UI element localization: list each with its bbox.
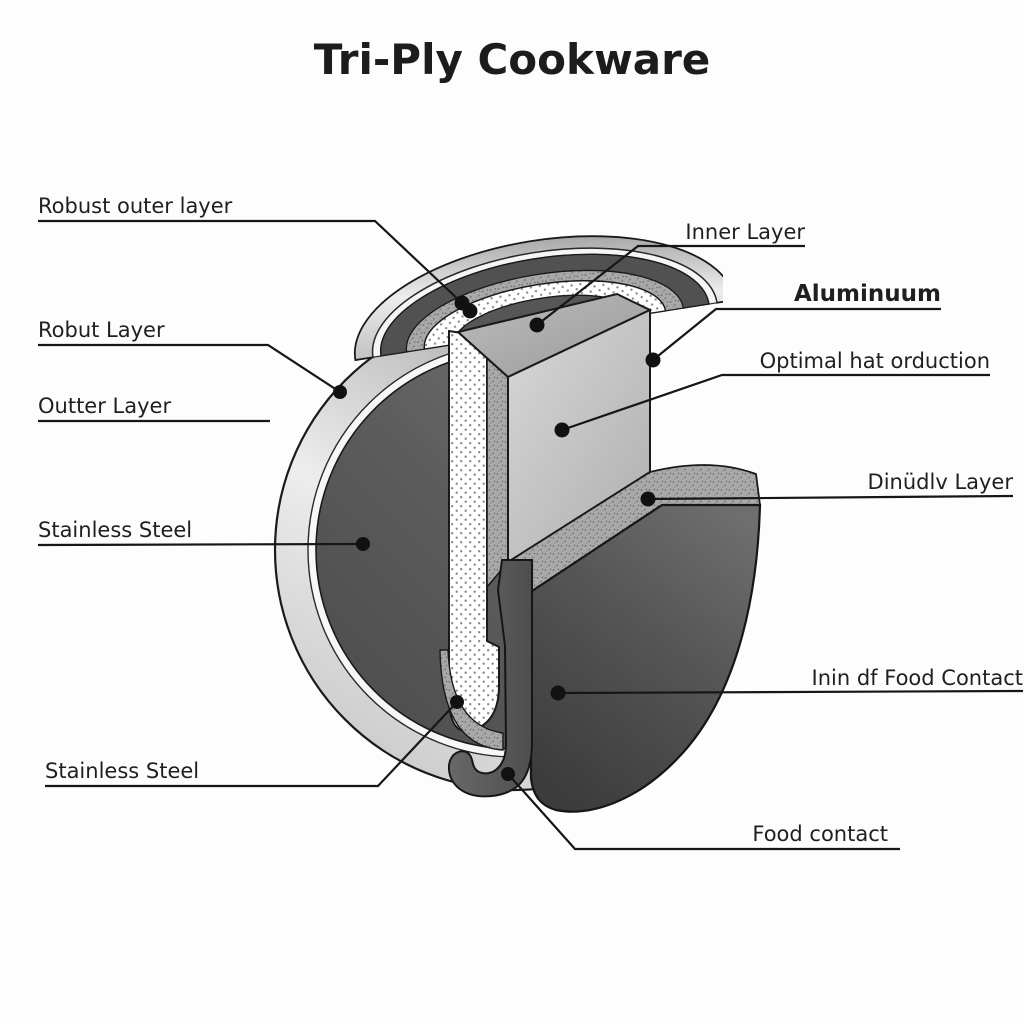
dot-aluminuum [645, 352, 661, 368]
label-outter-layer: Outter Layer [38, 394, 171, 418]
label-optimal-heat: Optimal hat orduction [760, 349, 990, 373]
leader-food-contact [507, 773, 900, 851]
page-title: Tri-Ply Cookware [314, 35, 711, 84]
label-stainless-steel-mid: Stainless Steel [38, 518, 192, 542]
dot-stainless-steel-mid [356, 537, 370, 551]
label-food-contact: Food contact [752, 822, 888, 846]
dot-dinudlv-layer [640, 491, 656, 507]
pan-wall-curl [447, 559, 533, 798]
label-dinudlv-layer: Dinüdlv Layer [868, 470, 1014, 494]
aluminum-block [455, 292, 653, 564]
leader-stainless-steel-mid [37, 542, 364, 547]
dot-robut-layer [333, 385, 347, 399]
leader-dinudlv-layer [647, 494, 1014, 501]
leader-robut-layer [38, 343, 341, 393]
leader-stainless-steel-bottom [45, 701, 458, 788]
leader-optimal [561, 373, 990, 432]
label-robust-outer-layer: Robust outer layer [38, 194, 233, 218]
leader-robust-outer-layer [38, 219, 463, 304]
dot-robust-outer-layer-b [462, 303, 478, 319]
leader-aluminuum [652, 307, 941, 361]
label-inner-layer: Inner Layer [685, 220, 805, 244]
label-inn-food-contact: Inin df Food Contact [812, 666, 1023, 690]
leader-lines [37, 219, 1024, 851]
dot-inn-food-contact [550, 685, 566, 701]
dot-stainless-steel-bottom [450, 695, 464, 709]
dot-inner-layer [529, 317, 545, 333]
dot-food-contact [501, 767, 515, 781]
leader-inner-layer [536, 244, 805, 326]
label-aluminuum: Aluminuum [794, 281, 941, 307]
label-robut-layer: Robut Layer [38, 318, 165, 342]
dot-optimal [554, 422, 570, 438]
leader-dots [333, 295, 661, 781]
label-stainless-steel-bottom: Stainless Steel [45, 759, 199, 783]
leader-inn-food-contact [557, 689, 1024, 695]
